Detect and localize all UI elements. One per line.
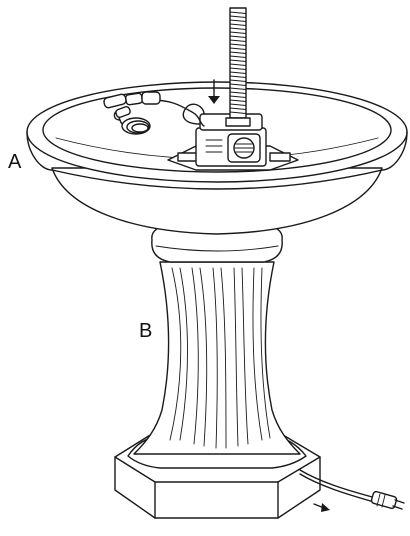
tube-ring xyxy=(229,27,247,30)
tube-ring xyxy=(229,63,247,66)
water-tube xyxy=(225,7,251,127)
tube-ring xyxy=(229,11,247,14)
tube-ring xyxy=(229,75,247,78)
inline-connector-cord xyxy=(103,91,205,135)
tube-ring xyxy=(229,87,247,90)
tube-ring xyxy=(229,71,247,74)
tube-ring xyxy=(229,99,247,102)
tube-ring xyxy=(229,47,247,50)
tube-ring xyxy=(229,107,247,110)
water-pump xyxy=(182,103,267,167)
tube-ring xyxy=(229,19,247,22)
tube-ring xyxy=(229,95,247,98)
tube-ring xyxy=(229,23,247,26)
tube-ring xyxy=(229,51,247,54)
power-cord xyxy=(299,469,405,510)
tube-ring xyxy=(229,55,247,58)
label-pedestal: B xyxy=(139,320,153,342)
arrow-right-icon xyxy=(313,503,330,512)
tube-ring xyxy=(229,43,247,46)
tube-ring xyxy=(229,79,247,82)
pedestal-column xyxy=(133,223,301,455)
tube-ring xyxy=(229,59,247,62)
arrow-down-icon xyxy=(208,79,220,104)
tube-ring xyxy=(229,83,247,86)
tube-ring xyxy=(229,91,247,94)
tube-ring xyxy=(229,15,247,18)
label-basin: A xyxy=(8,151,22,173)
tube-ring xyxy=(229,103,247,106)
tube-ring xyxy=(229,111,247,114)
tube-ring xyxy=(229,39,247,42)
tube-ring xyxy=(229,35,247,38)
tube-ring xyxy=(229,67,247,70)
tube-ring xyxy=(229,31,247,34)
